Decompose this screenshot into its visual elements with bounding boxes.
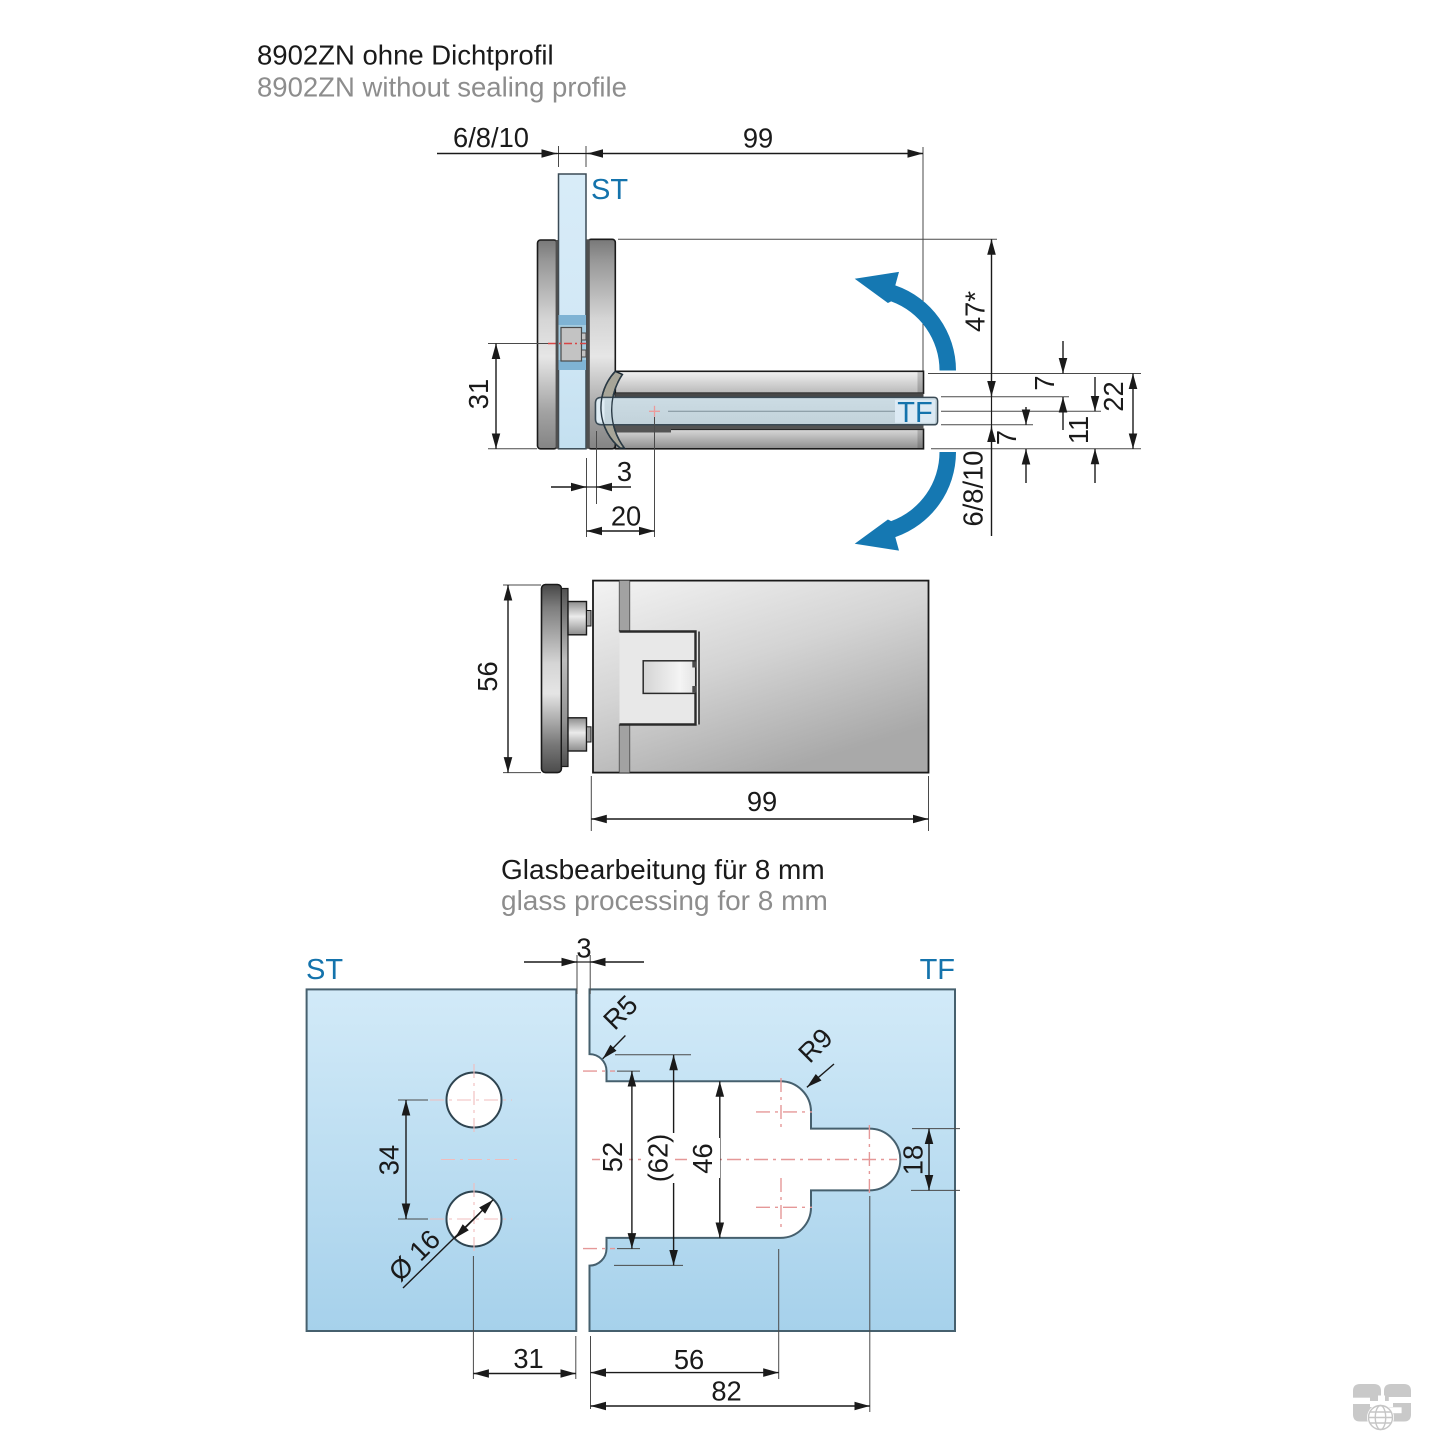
svg-text:52: 52 xyxy=(597,1142,628,1172)
svg-text:(62): (62) xyxy=(643,1134,674,1183)
svg-text:ST: ST xyxy=(591,174,628,206)
svg-text:99: 99 xyxy=(747,786,777,817)
svg-text:20: 20 xyxy=(611,501,641,532)
svg-text:56: 56 xyxy=(674,1344,704,1375)
svg-text:46: 46 xyxy=(687,1143,718,1173)
svg-text:31: 31 xyxy=(513,1343,543,1374)
svg-text:TF: TF xyxy=(920,954,955,986)
svg-text:6/8/10: 6/8/10 xyxy=(958,451,989,527)
svg-text:34: 34 xyxy=(374,1145,405,1175)
svg-text:8902ZN without sealing profile: 8902ZN without sealing profile xyxy=(257,72,627,103)
svg-text:11: 11 xyxy=(1063,416,1094,444)
svg-text:56: 56 xyxy=(472,661,503,691)
svg-text:22: 22 xyxy=(1098,381,1129,411)
svg-text:ST: ST xyxy=(306,954,343,986)
svg-text:3: 3 xyxy=(576,933,591,964)
svg-text:31: 31 xyxy=(463,379,494,409)
svg-text:7: 7 xyxy=(991,430,1022,445)
svg-text:99: 99 xyxy=(743,123,773,154)
svg-text:8902ZN ohne Dichtprofil: 8902ZN ohne Dichtprofil xyxy=(257,40,554,71)
svg-text:Glasbearbeitung für 8 mm: Glasbearbeitung für 8 mm xyxy=(501,854,825,885)
svg-text:3: 3 xyxy=(617,456,632,487)
svg-text:7: 7 xyxy=(1029,375,1060,390)
svg-text:TF: TF xyxy=(897,397,932,429)
svg-text:82: 82 xyxy=(711,1376,741,1407)
svg-text:18: 18 xyxy=(898,1145,929,1175)
svg-text:6/8/10: 6/8/10 xyxy=(453,122,529,153)
svg-text:47*: 47* xyxy=(960,291,991,332)
svg-text:glass processing for 8 mm: glass processing for 8 mm xyxy=(501,885,828,916)
